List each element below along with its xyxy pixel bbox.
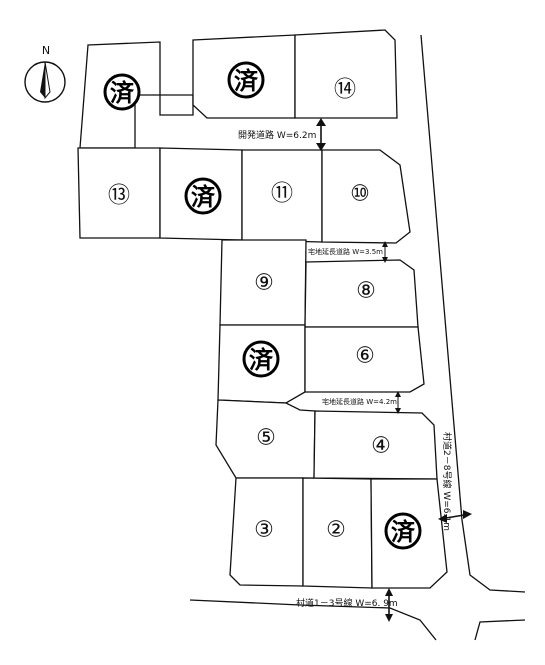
sold-mark-top-middle: 済 bbox=[227, 61, 265, 99]
parcel-4 bbox=[313, 410, 438, 480]
lot-8-number: ⑧ bbox=[356, 279, 376, 304]
compass-label: N bbox=[42, 44, 50, 57]
parcel-connector bbox=[159, 94, 194, 116]
lot-2-number: ② bbox=[326, 518, 346, 543]
east-road-west-edge bbox=[420, 34, 526, 593]
svg-text:済: 済 bbox=[110, 79, 135, 107]
sold-mark-top-left: 済 bbox=[103, 73, 141, 111]
south-road-east-stub bbox=[474, 619, 526, 641]
sold-mark-lot-1: 済 bbox=[384, 512, 422, 550]
lot-13-number: ⑬ bbox=[108, 184, 130, 209]
village-road-south-arrow bbox=[385, 588, 393, 622]
extension-road-1-label: 宅地延長道路 W=3.5m bbox=[308, 247, 383, 256]
lot-14-number: ⑭ bbox=[334, 78, 356, 103]
parcel-3 bbox=[229, 477, 304, 587]
village-road-east-arrow bbox=[438, 510, 472, 523]
village-road-south-label: 村道1－3号線 W=6. 9m bbox=[296, 597, 398, 609]
svg-text:済: 済 bbox=[249, 346, 274, 374]
parcel-10 bbox=[321, 149, 411, 244]
parcel-6 bbox=[304, 326, 425, 393]
svg-text:済: 済 bbox=[391, 518, 416, 546]
north-arrow-icon: N bbox=[24, 44, 66, 103]
lots bbox=[77, 29, 448, 589]
lot-5-number: ⑤ bbox=[256, 426, 276, 451]
extension-road-1-arrow bbox=[382, 241, 388, 263]
svg-text:済: 済 bbox=[234, 67, 259, 95]
lot-6-number: ⑥ bbox=[355, 344, 375, 369]
parcel-14 bbox=[294, 29, 398, 119]
sold-mark-lot-7: 済 bbox=[242, 340, 280, 378]
lot-10-number: ⑩ bbox=[350, 182, 370, 207]
village-road-east-label: 村道2－8号線 W=6.1m bbox=[441, 432, 453, 531]
extension-road-2-arrow bbox=[395, 391, 401, 414]
lot-3-number: ③ bbox=[254, 518, 274, 543]
development-road-arrow bbox=[316, 118, 326, 151]
sold-mark-row2: 済 bbox=[184, 177, 222, 215]
svg-text:済: 済 bbox=[191, 183, 216, 211]
development-road-label: 開発道路 W=6.2m bbox=[238, 129, 316, 141]
extension-road-2-label: 宅地延長道路 W=4.2m bbox=[322, 397, 397, 406]
south-road-north-edge bbox=[189, 599, 437, 641]
lot-11-number: ⑪ bbox=[271, 182, 293, 207]
lot-9-number: ⑨ bbox=[254, 271, 274, 296]
lot-4-number: ④ bbox=[371, 434, 391, 459]
